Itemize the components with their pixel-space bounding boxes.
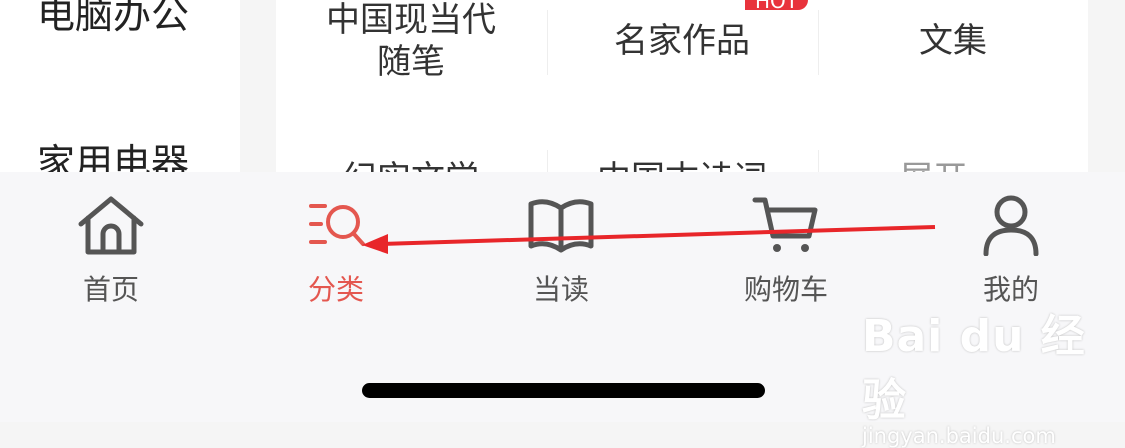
- home-indicator[interactable]: [362, 383, 765, 398]
- subcategory-famous-works[interactable]: 名家作品: [614, 21, 750, 61]
- divider: [547, 150, 548, 190]
- tab-home[interactable]: 首页: [31, 194, 191, 308]
- annotation-arrow: [362, 225, 936, 254]
- bottom-tab-bar: 首页 分类 当读 购物车 我的: [0, 172, 1125, 422]
- tab-category[interactable]: 分类: [256, 194, 416, 308]
- tab-label: 购物车: [743, 273, 828, 306]
- tab-label: 我的: [982, 273, 1039, 306]
- subcategory-collections[interactable]: 文集: [919, 21, 987, 61]
- book-icon: [528, 199, 594, 253]
- subcategory-modern-essays[interactable]: 中国现当代随笔: [276, 0, 546, 83]
- home-icon: [78, 196, 144, 255]
- category-icon: [309, 204, 365, 246]
- divider: [818, 10, 819, 75]
- tab-cart[interactable]: 购物车: [706, 194, 866, 308]
- tab-mine[interactable]: 我的: [931, 194, 1091, 308]
- subcategory-label: 中国现当代随笔: [326, 0, 496, 82]
- cart-icon: [752, 197, 818, 252]
- watermark-url: jingyan.baidu.com: [862, 424, 1056, 448]
- tab-label: 分类: [307, 273, 364, 306]
- watermark-logo: Bai du 经验: [862, 311, 1086, 426]
- tab-label: 当读: [532, 273, 589, 306]
- divider: [547, 10, 548, 75]
- divider: [818, 150, 819, 190]
- user-icon: [983, 195, 1039, 256]
- tab-reading[interactable]: 当读: [481, 194, 641, 308]
- hot-badge: HOT: [745, 0, 808, 13]
- tab-label: 首页: [82, 273, 139, 306]
- sidebar-item-computer-office[interactable]: 电脑办公: [37, 0, 190, 37]
